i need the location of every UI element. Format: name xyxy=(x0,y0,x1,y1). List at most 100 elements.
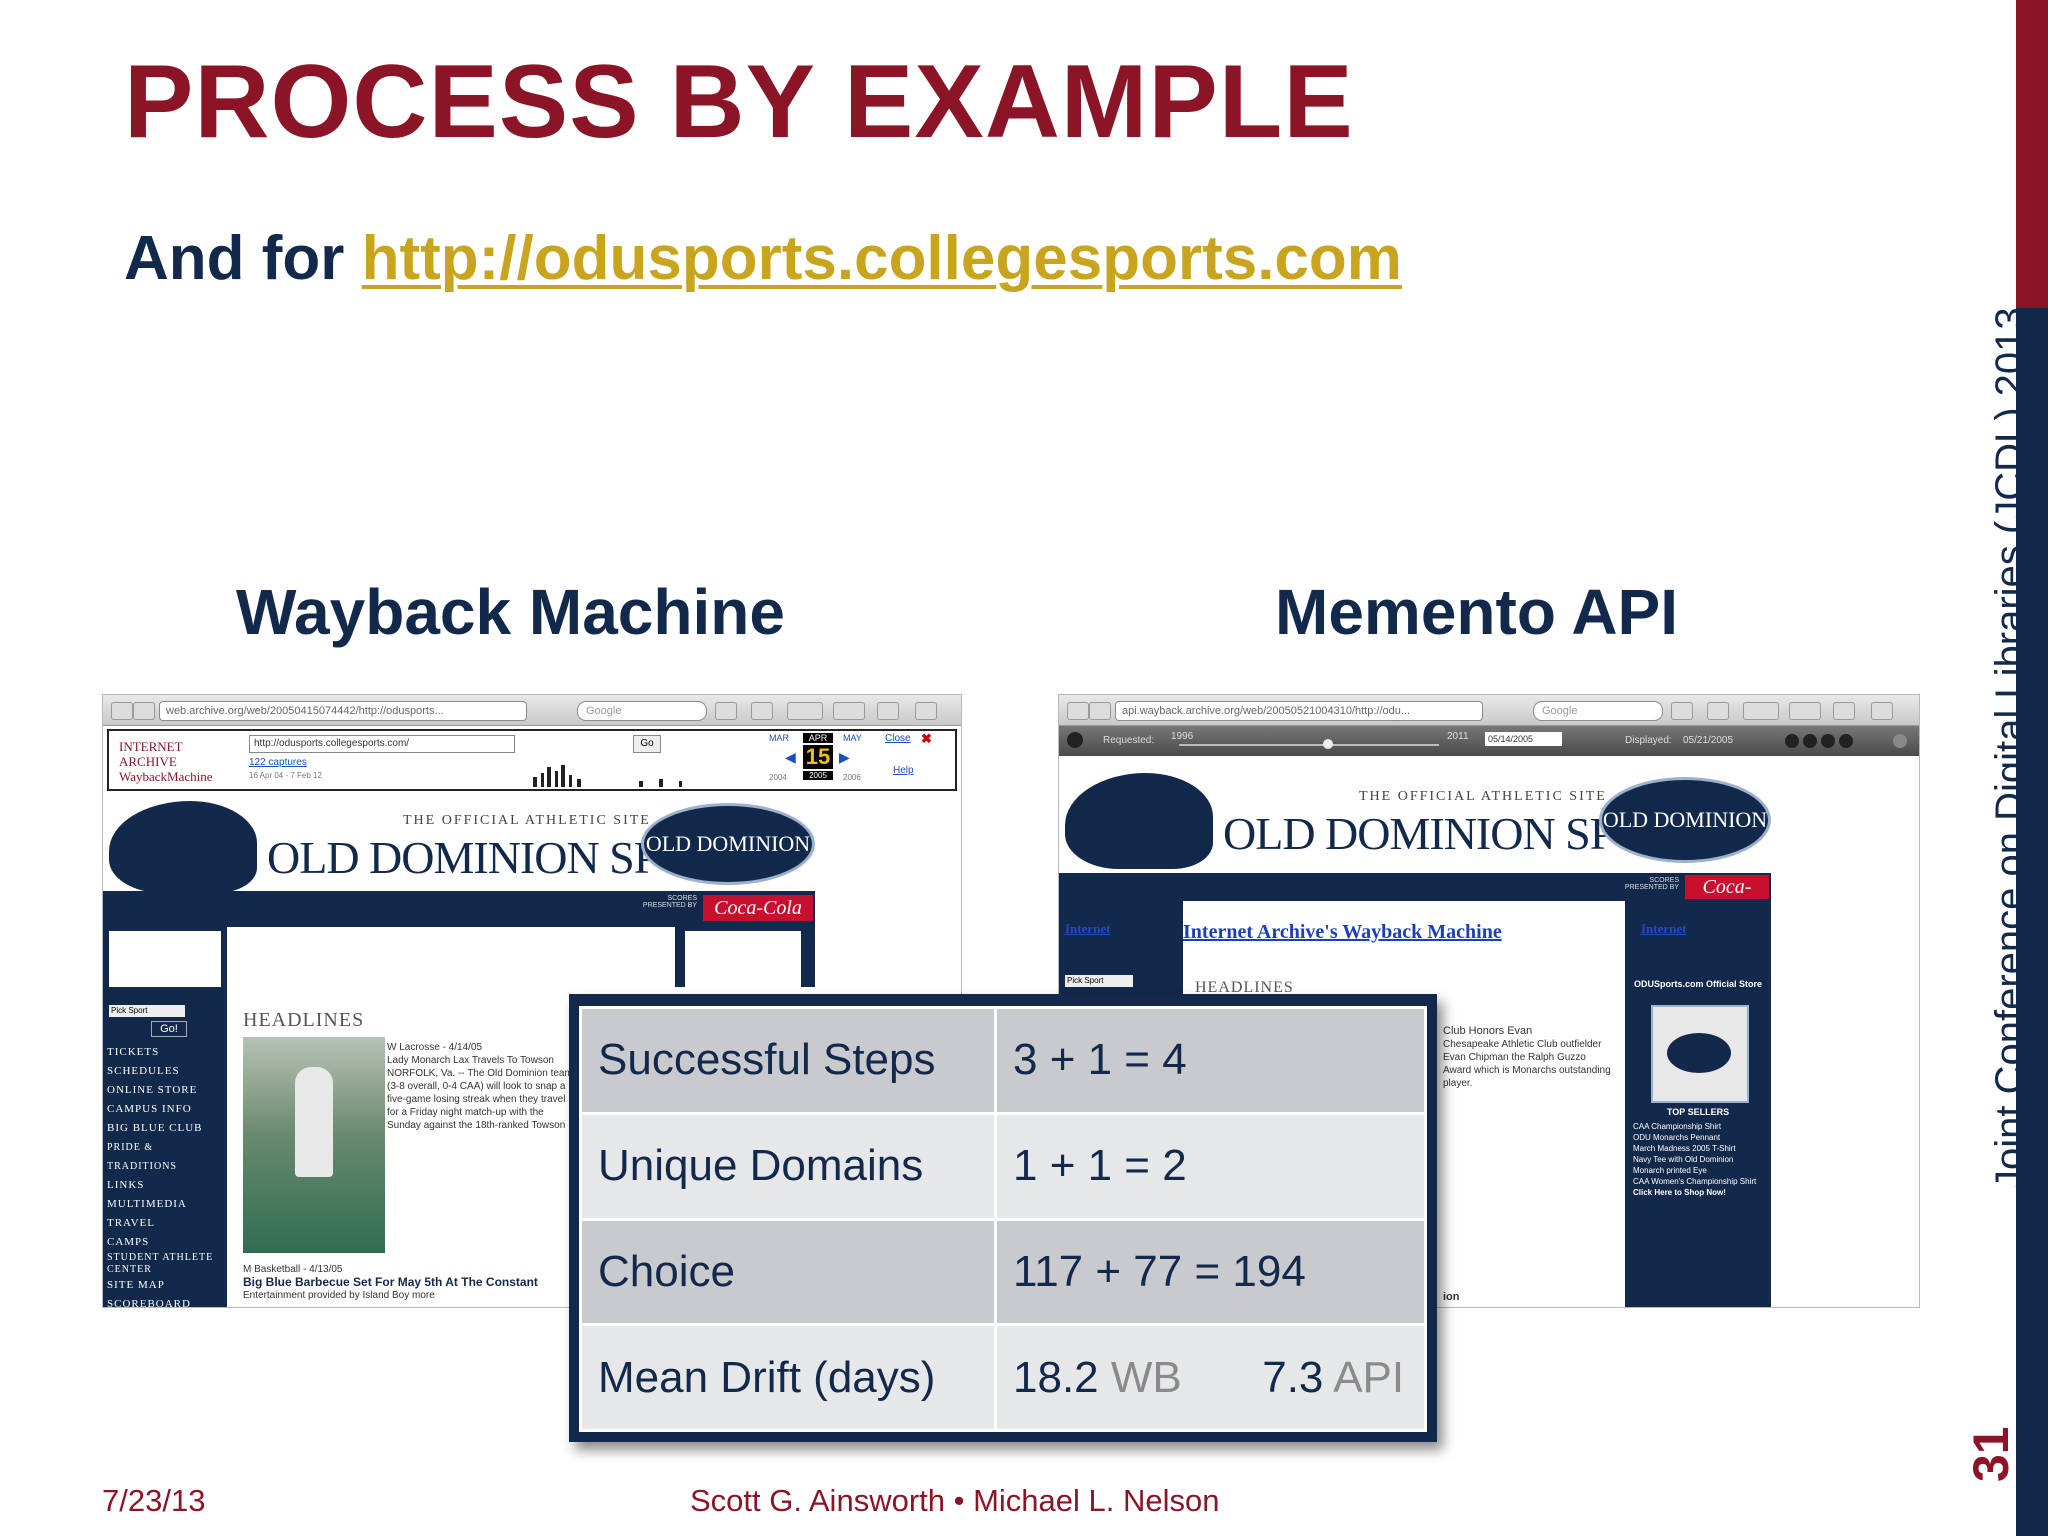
comparison-table-frame: Successful Steps 3 + 1 = 4 Unique Domain… xyxy=(569,994,1437,1442)
wb-drift-label: WB xyxy=(1110,1352,1182,1402)
row-value: 117 + 77 = 194 xyxy=(994,1217,1427,1327)
wayback-logo: INTERNET ARCHIVE WaybackMachine xyxy=(119,739,213,784)
store-product-image xyxy=(1651,1005,1749,1103)
memento-story: Club Honors Evan Chesapeake Athletic Clu… xyxy=(1443,1025,1613,1090)
nav-item: ONLINE STORE xyxy=(107,1084,198,1096)
month-prev: MAR xyxy=(769,733,789,743)
pick-sport-select: Pick Sport xyxy=(109,1005,185,1017)
help-icon xyxy=(1893,734,1907,748)
wayback-machine-label: Wayback Machine xyxy=(236,576,785,648)
month-next: MAY xyxy=(843,733,862,743)
site-link[interactable]: http://odusports.collegesports.com xyxy=(361,224,1402,293)
conference-label: Joint Conference on Digital Libraries (J… xyxy=(1988,307,2032,1190)
story1-title: Lady Monarch Lax Travels To Towson xyxy=(387,1055,554,1066)
sidebar-accent-navy xyxy=(2016,308,2048,1536)
api-drift-label: API xyxy=(1333,1352,1405,1402)
prev-memento-icon xyxy=(1803,734,1817,748)
story1: W Lacrosse - 4/14/05 Lady Monarch Lax Tr… xyxy=(387,1041,577,1132)
browser-toolbar: api.wayback.archive.org/web/200505210043… xyxy=(1059,695,1919,726)
table-row: Successful Steps 3 + 1 = 4 xyxy=(579,1006,1427,1115)
download-icon xyxy=(1671,702,1693,720)
prev-capture-icon: ◀ xyxy=(785,749,796,765)
wb-drift-value: 18.2 xyxy=(1013,1352,1099,1402)
address-bar: api.wayback.archive.org/web/200505210043… xyxy=(1115,701,1483,721)
next-capture-icon: ▶ xyxy=(839,749,850,765)
wayback-close-link: Close xyxy=(885,733,911,744)
banner-strip: SCORES PRESENTED BY Coca-Cola xyxy=(1059,873,1771,922)
nav-item: CAMPS xyxy=(107,1236,150,1248)
month-current: APR xyxy=(803,733,833,743)
requested-year: 1996 xyxy=(1171,731,1194,742)
displayed-date: 05/21/2005 xyxy=(1683,735,1734,746)
banner-strip: SCORES PRESENTED BY Coca-Cola xyxy=(103,891,815,927)
year-next: 2006 xyxy=(843,773,861,782)
store-item: Click Here to Shop Now! xyxy=(1633,1188,1726,1197)
table-row: Unique Domains 1 + 1 = 2 xyxy=(579,1111,1427,1221)
memento-story-title: Club Honors Evan xyxy=(1443,1025,1533,1037)
left-internet-link: Internet xyxy=(1065,921,1111,936)
captures-link: 122 captures xyxy=(249,757,307,768)
right-internet-link: Internet xyxy=(1641,921,1687,936)
year-current: 2005 xyxy=(803,771,833,780)
nav-item: BIG BLUE CLUB xyxy=(107,1122,203,1134)
odu-banner: THE OFFICIAL ATHLETIC SITE OLD DOMINION … xyxy=(1059,759,1779,873)
wayback-machine-link: Internet Archive's Wayback Machine xyxy=(1183,921,1502,943)
story2-body: Entertainment provided by Island Boy mor… xyxy=(243,1290,435,1301)
memento-nav-buttons xyxy=(1785,734,1857,748)
subtitle-prefix: And for xyxy=(124,224,362,293)
coca-cola-logo: Coca-Cola xyxy=(1685,875,1769,922)
nav-item: SCOREBOARD xyxy=(107,1298,191,1308)
player-figure xyxy=(295,1067,333,1177)
wayback-url-field: http://odusports.collegesports.com/ xyxy=(249,735,515,753)
slide-number: 31 xyxy=(1963,1426,2019,1482)
displayed-label: Displayed: xyxy=(1625,735,1672,746)
nav-item: SCHEDULES xyxy=(107,1065,180,1077)
home-icon xyxy=(751,702,773,720)
product-logo-icon xyxy=(1667,1033,1731,1073)
store-title: ODUSports.com Official Store xyxy=(1633,979,1763,989)
comparison-table: Successful Steps 3 + 1 = 4 Unique Domain… xyxy=(579,1006,1427,1432)
memento-toolbar: Requested: 1996 2011 05/14/2005 Displaye… xyxy=(1059,726,1919,756)
requested-label: Requested: xyxy=(1103,735,1155,746)
slide-subtitle: And for http://odusports.collegesports.c… xyxy=(124,228,1402,290)
home-icon xyxy=(1707,702,1729,720)
slider-year: 2011 xyxy=(1447,731,1469,742)
headlines-heading: HEADLINES xyxy=(243,1009,365,1031)
store-item: CAA Women's Championship Shirt xyxy=(1633,1177,1757,1186)
time-slider xyxy=(1179,744,1439,746)
nav-go-button: Go! xyxy=(151,1021,187,1037)
row-value: 1 + 1 = 2 xyxy=(994,1111,1427,1221)
wayback-left-nav: Pick Sport Go! TICKETS SCHEDULES ONLINE … xyxy=(103,927,227,1307)
back-icon xyxy=(1067,702,1089,720)
footer-authors: Scott G. Ainsworth • Michael L. Nelson xyxy=(690,1483,1220,1518)
row-label: Mean Drift (days) xyxy=(579,1323,997,1432)
wayback-go-button: Go xyxy=(633,735,661,753)
headlines-heading: HEADLINES xyxy=(1195,979,1294,996)
nav-item: CAMPUS INFO xyxy=(107,1103,192,1115)
right-nav-blank xyxy=(685,931,801,987)
odu-logo: OLD DOMINION xyxy=(641,803,815,885)
nav-item: PRIDE & TRADITIONS xyxy=(107,1142,177,1172)
store-list: CAA Championship Shirt ODU Monarchs Penn… xyxy=(1633,1121,1763,1198)
download-icon xyxy=(715,702,737,720)
row-value: 3 + 1 = 4 xyxy=(994,1006,1427,1115)
bookmark-icon xyxy=(833,702,865,720)
current-day: 15 xyxy=(803,745,833,769)
close-icon: ✖ xyxy=(921,731,932,746)
nav-item: STUDENT ATHLETE CENTER xyxy=(107,1252,214,1275)
sponsor-text: SCORES PRESENTED BY xyxy=(642,895,697,909)
nav-item: SITE MAP xyxy=(107,1279,165,1291)
story2-date: M Basketball - 4/13/05 xyxy=(243,1264,343,1275)
top-sellers-heading: TOP SELLERS xyxy=(1666,1107,1730,1117)
wayback-help-link: Help xyxy=(893,765,914,776)
tabs-icon xyxy=(787,702,823,720)
extension-icon xyxy=(1833,702,1855,720)
slide-title: PROCESS BY EXAMPLE xyxy=(124,44,1354,160)
wayback-toolbar: INTERNET ARCHIVE WaybackMachine http://o… xyxy=(107,729,957,791)
odu-logo: OLD DOMINION xyxy=(1599,777,1771,863)
capture-range: 16 Apr 04 - 7 Feb 12 xyxy=(249,771,322,780)
store-item: ODU Monarchs Pennant xyxy=(1633,1133,1721,1142)
first-memento-icon xyxy=(1785,734,1799,748)
browser-toolbar: web.archive.org/web/20050415074442/http:… xyxy=(103,695,961,726)
nav-item: TRAVEL xyxy=(107,1217,155,1229)
